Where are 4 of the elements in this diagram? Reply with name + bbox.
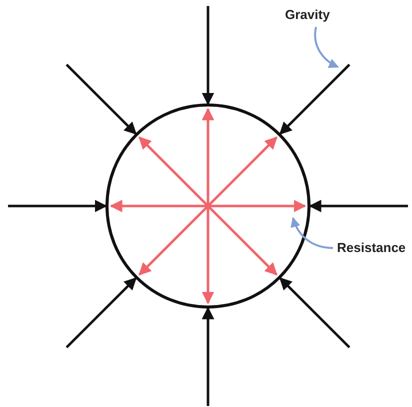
label-text: Resistance xyxy=(337,240,406,255)
leader-arrow xyxy=(314,26,339,68)
leader-arrow xyxy=(291,217,334,249)
label-text: Gravity xyxy=(285,7,330,22)
